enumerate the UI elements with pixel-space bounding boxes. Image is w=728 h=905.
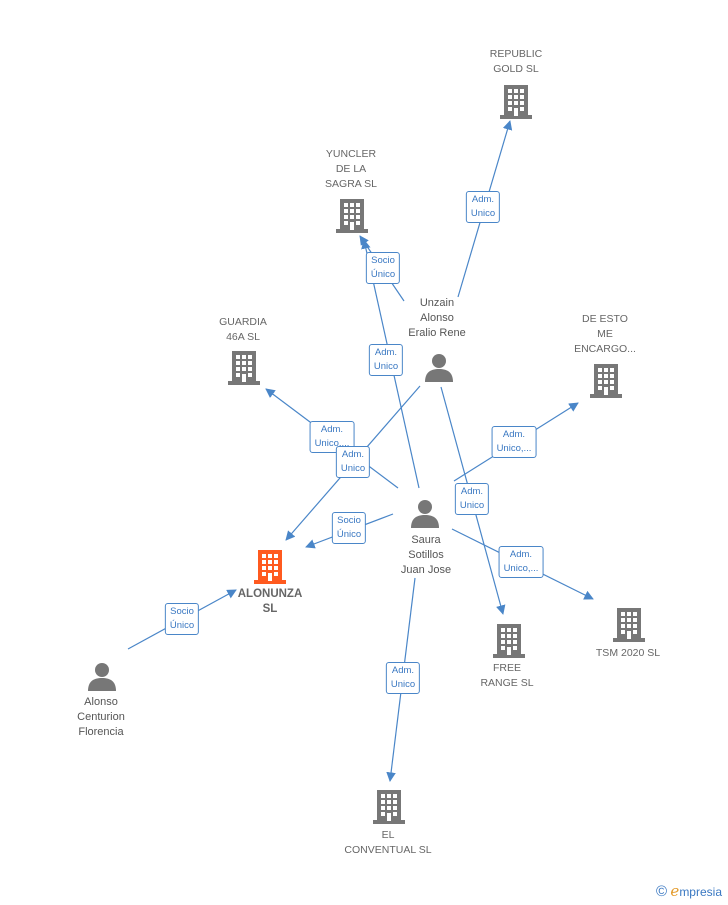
node-label-saura[interactable]: Saura Sotillos Juan Jose [400, 534, 452, 576]
brand-name: mpresia [679, 885, 722, 899]
building-icon-yuncler[interactable] [336, 199, 368, 233]
edge-label-saura-alonunza: Socio Único [331, 512, 367, 544]
edge-label-unzain-alonunza: Adm. Unico [335, 446, 371, 478]
edge-label-unzain-free-range: Adm. Unico [454, 483, 490, 515]
person-icon-saura[interactable] [411, 500, 439, 528]
empresia-watermark[interactable]: © empresia [656, 882, 722, 900]
building-icon-alonunza[interactable] [254, 550, 286, 584]
node-label-el-conventual[interactable]: EL CONVENTUAL SL [344, 829, 432, 856]
building-icon-guardia[interactable] [228, 351, 260, 385]
copyright-icon: © [656, 883, 668, 900]
edge-label-unzain-yuncler: Socio Único [365, 252, 401, 284]
building-icon-free-range[interactable] [493, 624, 525, 658]
node-label-alonunza[interactable]: ALONUNZA SL [237, 588, 303, 615]
node-label-free-range[interactable]: FREE RANGE SL [480, 662, 534, 689]
building-icon-republic-gold[interactable] [500, 85, 532, 119]
edge-label-saura-yuncler: Adm. Unico [368, 344, 404, 376]
node-label-yuncler[interactable]: YUNCLER DE LA SAGRA SL [325, 148, 377, 190]
node-label-republic-gold[interactable]: REPUBLIC GOLD SL [489, 48, 543, 75]
edge-label-saura-el-conventual: Adm. Unico [385, 662, 421, 694]
brand-initial: e [670, 882, 680, 900]
node-label-de-esto[interactable]: DE ESTO ME ENCARGO... [574, 313, 636, 355]
edge-label-saura-de-esto: Adm. Unico,... [491, 426, 537, 458]
edge-label-saura-tsm: Adm. Unico,... [498, 546, 544, 578]
person-icon-unzain[interactable] [425, 354, 453, 382]
edge-label-unzain-republic-gold: Adm. Unico [465, 191, 501, 223]
person-icon-alonso[interactable] [88, 663, 116, 691]
node-label-alonso[interactable]: Alonso Centurion Florencia [77, 696, 125, 738]
node-label-tsm[interactable]: TSM 2020 SL [595, 647, 661, 659]
building-icon-tsm[interactable] [613, 608, 645, 642]
edge-label-alonso-alonunza: Socio Único [164, 603, 200, 635]
building-icon-de-esto[interactable] [590, 364, 622, 398]
node-label-unzain[interactable]: Unzain Alonso Eralio Rene [408, 297, 466, 339]
node-label-guardia[interactable]: GUARDIA 46A SL [219, 316, 267, 343]
building-icon-el-conventual[interactable] [373, 790, 405, 824]
